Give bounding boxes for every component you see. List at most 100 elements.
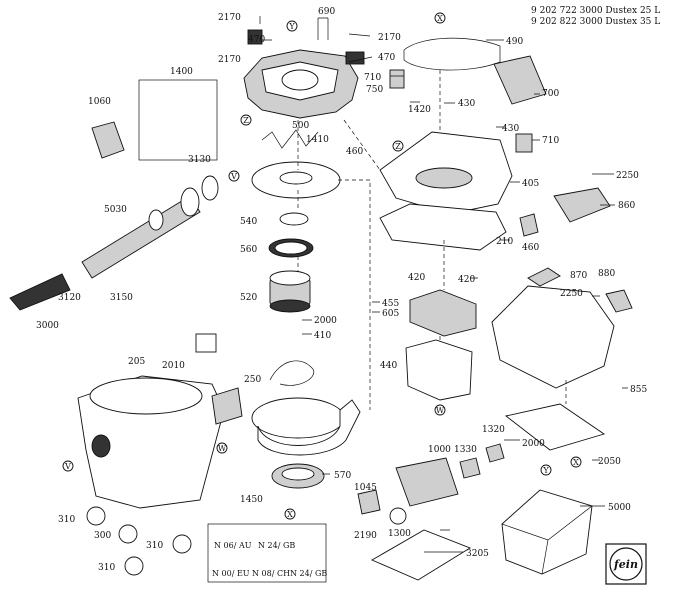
castor-310-b [172, 534, 192, 554]
label-1320: 1320 [482, 425, 505, 435]
accessory-box-1400 [138, 79, 218, 161]
label-2050: 2050 [598, 457, 621, 467]
filter-bag-3205 [371, 529, 472, 581]
label-455: 455 [382, 299, 399, 309]
svg-text:X: X [573, 458, 579, 467]
label-855: 855 [630, 385, 647, 395]
marker-x: X [434, 12, 446, 24]
label-3000: 3000 [36, 321, 59, 331]
label-605: 605 [382, 309, 399, 319]
label-700: 700 [542, 89, 559, 99]
label-3120: 3120 [58, 293, 81, 303]
svg-text:Y: Y [542, 466, 549, 475]
marker-v: V [62, 460, 74, 472]
label-500: 500 [292, 121, 309, 131]
seal-210 [379, 203, 507, 251]
label-3130: 3130 [188, 155, 211, 165]
clip-250 [211, 387, 243, 425]
label-420: 420 [408, 273, 425, 283]
label-310: 310 [98, 563, 115, 573]
label-2000: 2000 [314, 316, 337, 326]
label-470: 470 [248, 35, 265, 45]
label-420: 420 [458, 275, 475, 285]
label-410: 410 [314, 331, 331, 341]
mains-plug-box [207, 523, 327, 583]
svg-text:X: X [437, 14, 443, 23]
marker-x: X [284, 508, 296, 520]
top-cover-855 [491, 285, 615, 389]
part-880 [605, 289, 633, 313]
plate-2050 [504, 403, 606, 451]
label-310: 310 [58, 515, 75, 525]
container-205 [77, 375, 225, 509]
leader-lines [259, 16, 628, 553]
label-2170: 2170 [218, 13, 241, 23]
label-1330: 1330 [454, 445, 477, 455]
castor-310-c [124, 556, 144, 576]
part-1320 [485, 443, 505, 463]
cable-410 [269, 360, 315, 386]
svg-text:Y: Y [288, 22, 295, 31]
hose-assembly [9, 175, 219, 311]
label-2250: 2250 [616, 171, 639, 181]
marker-w: W [216, 442, 228, 454]
label-540: 540 [240, 217, 257, 227]
label-1410: 1410 [306, 135, 329, 145]
filter-cage-440 [405, 339, 473, 401]
label-880: 880 [598, 269, 615, 279]
label-2170: 2170 [218, 55, 241, 65]
castor-310-a [86, 506, 106, 526]
label-490: 490 [506, 37, 523, 47]
button-460 [519, 213, 539, 237]
label-2000: 2000 [522, 439, 545, 449]
model-line-1: 9 202 722 3000 Dustex 25 L [531, 6, 660, 16]
marker-w: W [434, 404, 446, 416]
label-210: 210 [496, 237, 513, 247]
svg-text:W: W [436, 406, 445, 415]
logo-text: fein [613, 558, 638, 571]
gasket-490 [403, 37, 501, 71]
marker-x: X [570, 456, 582, 468]
label-1450: 1450 [240, 495, 263, 505]
label-5030: 5030 [104, 205, 127, 215]
cover-710-b [515, 133, 533, 153]
label-310: 310 [146, 541, 163, 551]
knob-1300 [389, 507, 407, 525]
bracket-1410 [261, 129, 319, 149]
plug-label-gb: N 24/ GB [290, 569, 327, 578]
label-2190: 2190 [354, 531, 377, 541]
filter-plate-500 [251, 161, 341, 199]
carton-5000 [501, 489, 593, 575]
label-2250: 2250 [560, 289, 583, 299]
castor-300 [118, 524, 138, 544]
label-870: 870 [570, 271, 587, 281]
plug-label-ch: N 08/ CH [252, 569, 290, 578]
label-250: 250 [244, 375, 261, 385]
assembly-line [297, 70, 567, 410]
label-3205: 3205 [466, 549, 489, 559]
filter-455 [409, 289, 477, 337]
svg-text:X: X [287, 510, 293, 519]
container-insert-605 [251, 397, 361, 456]
label-750: 750 [366, 85, 383, 95]
svg-text:Z: Z [243, 116, 249, 125]
label-205: 205 [128, 357, 145, 367]
label-520: 520 [240, 293, 257, 303]
marker-z: Z [392, 140, 404, 152]
label-1420: 1420 [408, 105, 431, 115]
label-460: 460 [522, 243, 539, 253]
label-2010: 2010 [162, 361, 185, 371]
plug-label-au: N 06/ AU [214, 541, 252, 550]
label-470: 470 [378, 53, 395, 63]
label-710: 710 [364, 73, 381, 83]
label-1060: 1060 [88, 97, 111, 107]
marker-y: Y [540, 464, 552, 476]
bracket-1045 [357, 489, 381, 515]
label-1000: 1000 [428, 445, 451, 455]
label-1300: 1300 [388, 529, 411, 539]
label-430: 430 [502, 124, 519, 134]
motor-520 [269, 270, 311, 313]
bracket-860 [553, 187, 611, 223]
svg-text:Z: Z [395, 142, 401, 151]
